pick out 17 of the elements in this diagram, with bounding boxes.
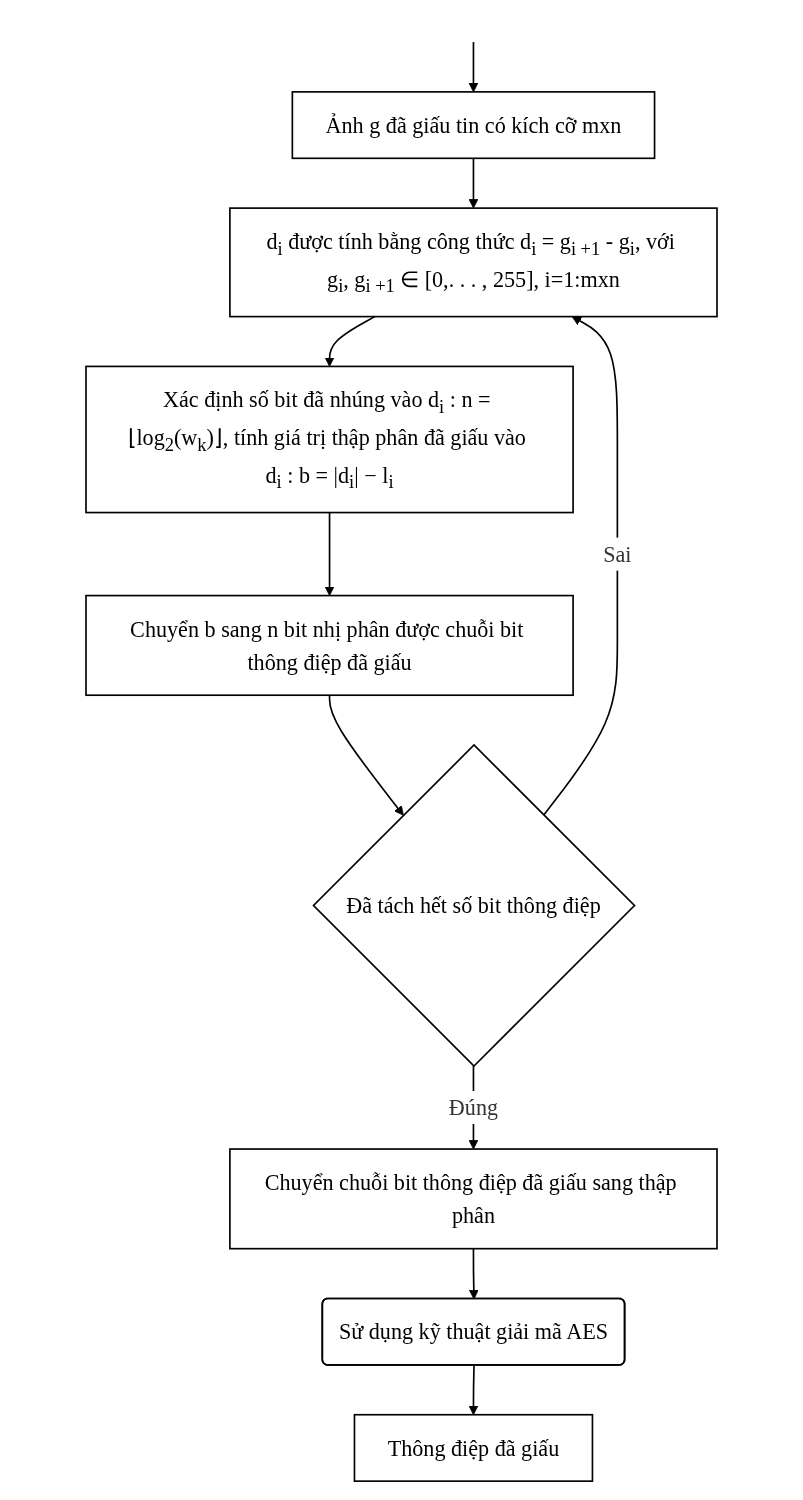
node-box: Thông điệp đã giấu bbox=[353, 1413, 594, 1482]
node-box: Chuyển chuỗi bit thông điệp đã giấu sang thập phân bbox=[229, 1148, 718, 1250]
edge-label: Đúng bbox=[448, 1095, 499, 1120]
arrow bbox=[468, 157, 479, 209]
arrow bbox=[324, 315, 376, 367]
node-box: Ảnh g đã giấu tin có kích cỡ mxn bbox=[291, 91, 656, 160]
arrow bbox=[542, 316, 619, 816]
arrow bbox=[324, 511, 335, 596]
arrow bbox=[468, 1247, 479, 1300]
node-box: Chuyển b sang n bit nhị phân được chuỗi bit thông điệp đã giấu bbox=[85, 594, 574, 697]
arrow bbox=[468, 41, 479, 93]
arrow bbox=[468, 1364, 479, 1416]
node-box: Xác định số bit đã nhúng vào d$_{i}$ : n = ⌊log$_{2}$(w$_{k}$)⌋, tính giá trị thập phân đã giấu vào d$_{i}$ : b = |d$_{i}$| − l$_{i}$ bbox=[85, 365, 574, 514]
node-diamond: Đã tách hết số bit thông điệp bbox=[312, 743, 636, 1068]
arrow bbox=[328, 694, 404, 816]
node-box: d$_{i}$ được tính bằng công thức d$_{i}$ = g$_{i +1}$ - g$_{i}$, với g$_{i}$, g$_{i +1}$ ∈ [0,. . . , 255], i=1:mxn bbox=[229, 207, 718, 318]
edge-label: Sai bbox=[603, 541, 632, 567]
